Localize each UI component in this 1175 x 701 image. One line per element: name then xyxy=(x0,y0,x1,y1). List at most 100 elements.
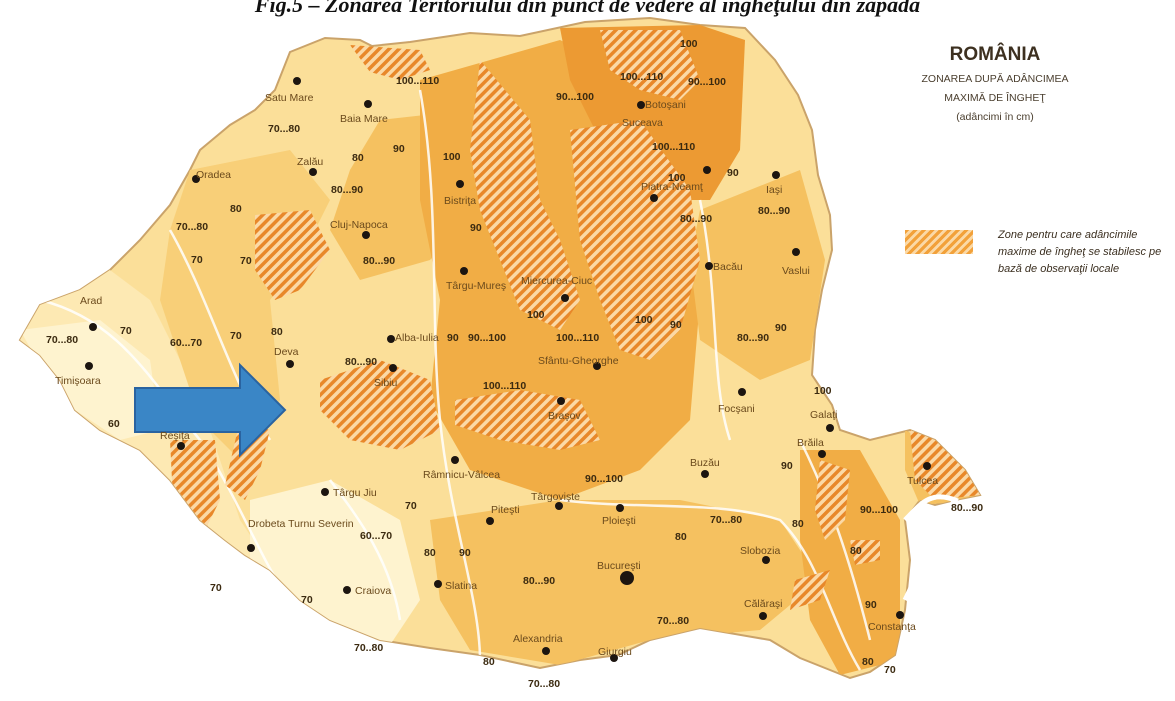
legend-hatch-note: Zone pentru care adâncimile maxime de în… xyxy=(998,229,1162,275)
city-label: Craiova xyxy=(355,585,391,597)
depth-label: 70 xyxy=(120,325,132,337)
city-label: Zalău xyxy=(297,156,323,168)
city-label: Arad xyxy=(80,295,102,307)
city-label: Alba-Iulia xyxy=(395,332,439,344)
depth-label: 80 xyxy=(792,518,804,530)
city-label: Constanţa xyxy=(868,621,916,633)
legend-subtitle: ZONAREA DUPĂ ADÂNCIMEA MAXIMĂ DE ÎNGHEŢ … xyxy=(878,70,1112,127)
depth-label: 70...80 xyxy=(46,334,78,346)
city-label: Piteşti xyxy=(491,504,520,516)
depth-label: 80 xyxy=(352,152,364,164)
city-label: Galaţi xyxy=(810,409,837,421)
depth-label: 90...100 xyxy=(468,332,506,344)
depth-label: 80...90 xyxy=(345,356,377,368)
depth-label: 70 xyxy=(210,582,222,594)
city-label: Drobeta Turnu Severin xyxy=(248,518,354,530)
depth-label: 80 xyxy=(271,326,283,338)
city-label: Vaslui xyxy=(782,265,810,277)
city-label: Cluj-Napoca xyxy=(330,219,388,231)
depth-label: 90 xyxy=(459,547,471,559)
legend-subtitle-line: ZONAREA DUPĂ ADÂNCIMEA xyxy=(921,73,1069,85)
depth-label: 100...110 xyxy=(483,380,526,392)
depth-label: 70...80 xyxy=(528,678,560,690)
city-label: Bistriţa xyxy=(444,195,476,207)
depth-label: 90 xyxy=(470,222,482,234)
city-label: Oradea xyxy=(196,169,231,181)
city-label: Târgovişte xyxy=(531,491,580,503)
depth-label: 80...90 xyxy=(737,332,769,344)
depth-label: 60...70 xyxy=(360,530,392,542)
city-label: Botoşani xyxy=(645,99,686,111)
city-label: Baia Mare xyxy=(340,113,388,125)
depth-label: 100...110 xyxy=(396,75,439,87)
depth-label: 100...110 xyxy=(652,141,695,153)
depth-label: 70...80 xyxy=(268,123,300,135)
depth-label: 90 xyxy=(447,332,459,344)
depth-label: 90 xyxy=(781,460,793,472)
city-label: Sfântu-Gheorghe xyxy=(538,355,619,367)
depth-label: 80...90 xyxy=(758,205,790,217)
depth-label: 80...90 xyxy=(951,502,983,514)
city-label: Timişoara xyxy=(55,375,101,387)
city-dots xyxy=(85,77,931,662)
city-label: Reşiţa xyxy=(160,430,190,442)
city-label: Suceava xyxy=(622,117,663,129)
city-label: Bucureşti xyxy=(597,560,641,572)
city-label: Focşani xyxy=(718,403,755,415)
depth-label: 70 xyxy=(884,664,896,676)
city-label: Târgu Jiu xyxy=(333,487,377,499)
depth-label: 90...100 xyxy=(860,504,898,516)
depth-label: 70..80 xyxy=(354,642,383,654)
city-label: Giurgiu xyxy=(598,646,632,658)
depth-label: 90...100 xyxy=(556,91,594,103)
depth-label: 100...110 xyxy=(620,71,663,83)
city-label: Buzău xyxy=(690,457,720,469)
city-label: Miercurea-Ciuc xyxy=(521,275,592,287)
city-label: Călăraşi xyxy=(744,598,783,610)
depth-label: 80 xyxy=(483,656,495,668)
city-label: Alexandria xyxy=(513,633,563,645)
depth-label: 100 xyxy=(635,314,653,326)
legend-subtitle-line: MAXIMĂ DE ÎNGHEŢ xyxy=(944,92,1046,104)
depth-label: 70 xyxy=(191,254,203,266)
legend-subtitle-line: (adâncimi în cm) xyxy=(956,111,1034,123)
depth-label: 90 xyxy=(775,322,787,334)
legend-hatch-swatch xyxy=(905,230,973,254)
depth-label: 80 xyxy=(424,547,436,559)
figure-caption: Fig.5 – Zonarea Teritoriului din punct d… xyxy=(254,0,921,17)
depth-label: 100 xyxy=(527,309,545,321)
city-label: Piatra-Neamţ xyxy=(641,181,703,193)
depth-label: 100...110 xyxy=(556,332,599,344)
city-label: Tulcea xyxy=(907,475,938,487)
depth-label: 60...70 xyxy=(170,337,202,349)
depth-label: 70 xyxy=(230,330,242,342)
depth-label: 90...100 xyxy=(585,473,623,485)
depth-label: 80 xyxy=(675,531,687,543)
legend-title: ROMÂNIA xyxy=(949,44,1041,65)
city-label: Slobozia xyxy=(740,545,780,557)
pointer-arrow xyxy=(134,362,287,458)
depth-label: 80...90 xyxy=(331,184,363,196)
city-label: Satu Mare xyxy=(265,92,314,104)
depth-label: 90 xyxy=(865,599,877,611)
depth-label: 70 xyxy=(240,255,252,267)
depth-label: 80 xyxy=(230,203,242,215)
city-label: Târgu-Mureş xyxy=(446,280,506,292)
depth-label: 90 xyxy=(393,143,405,155)
depth-label: 80 xyxy=(862,656,874,668)
depth-label: 90...100 xyxy=(688,76,726,88)
depth-label: 90 xyxy=(670,319,682,331)
city-label: Ploieşti xyxy=(602,515,636,527)
city-label: Deva xyxy=(274,346,299,358)
city-label: Bacău xyxy=(713,261,743,273)
city-label: Braşov xyxy=(548,410,581,422)
depth-label: 70...80 xyxy=(710,514,742,526)
depth-label: 70...80 xyxy=(657,615,689,627)
depth-label: 100 xyxy=(680,38,698,50)
depth-label: 70...80 xyxy=(176,221,208,233)
depth-label: 100 xyxy=(668,172,686,184)
depth-label: 90 xyxy=(727,167,739,179)
city-label: Râmnicu-Vâlcea xyxy=(423,469,500,481)
depth-label: 100 xyxy=(814,385,832,397)
